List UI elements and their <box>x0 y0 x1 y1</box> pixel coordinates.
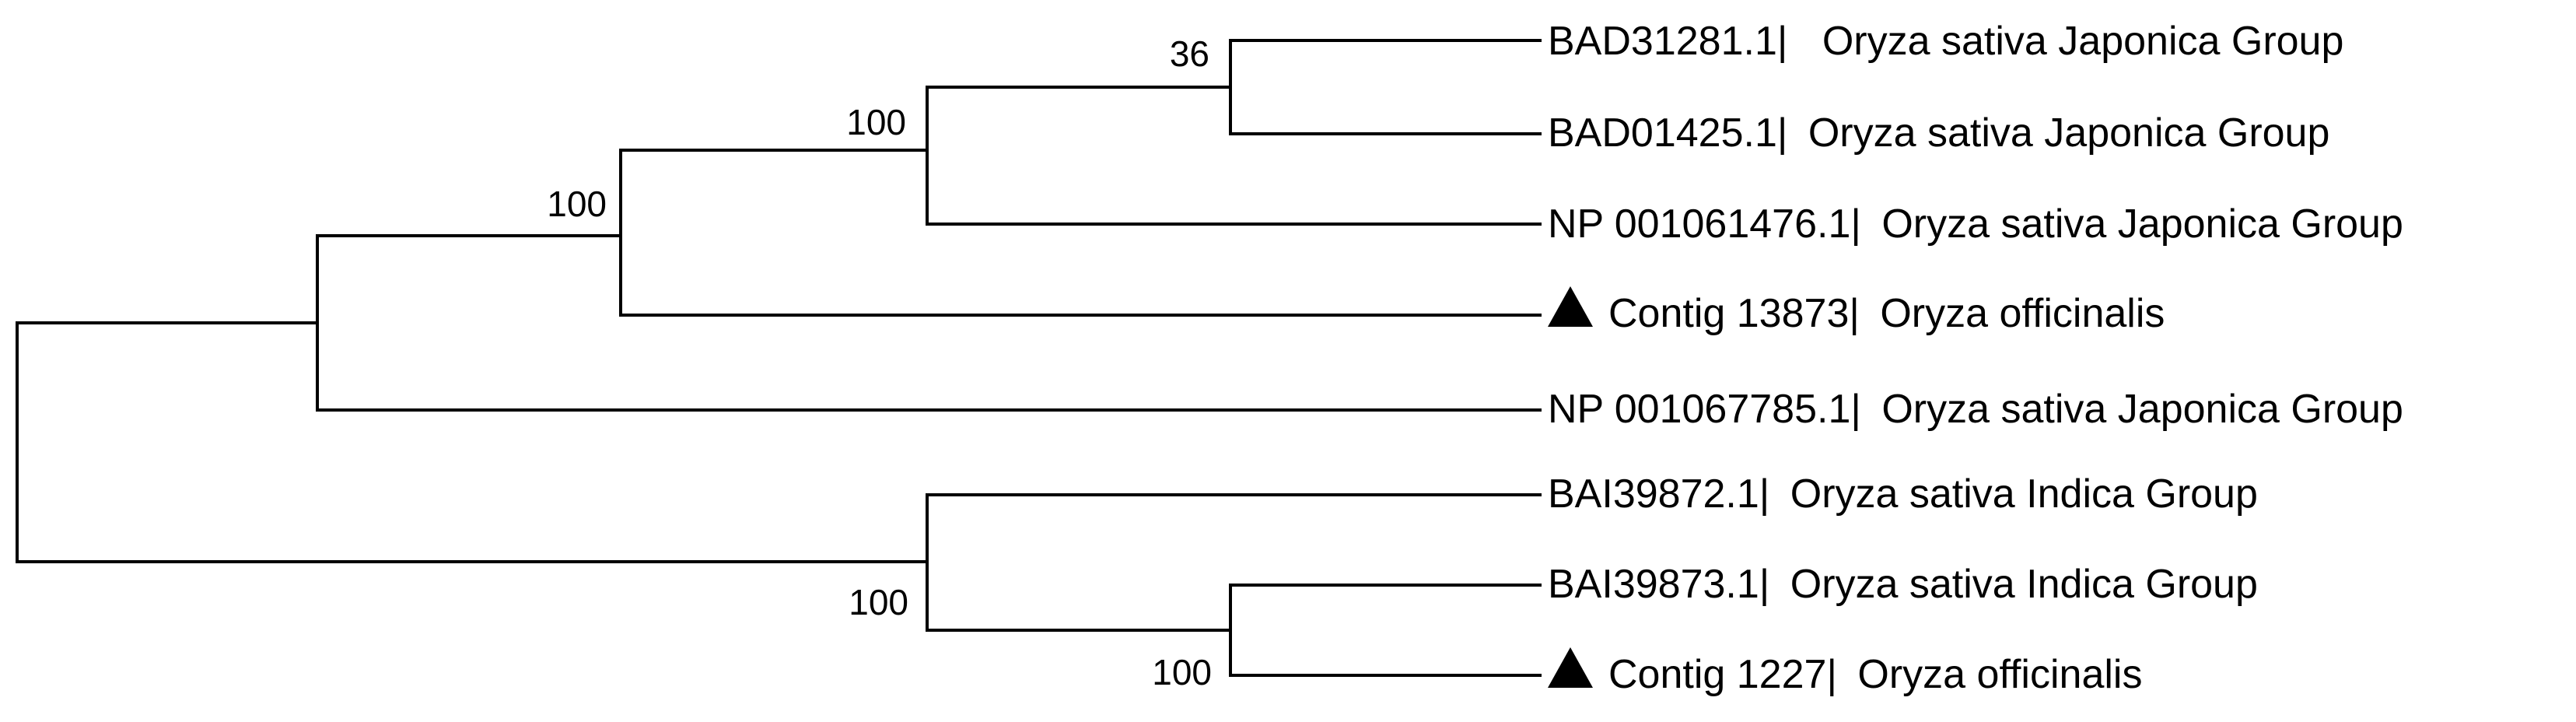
support-node-f: 100 <box>1152 652 1212 692</box>
support-node-e: 100 <box>849 582 908 622</box>
leaf-label: BAD31281.1| Oryza sativa Japonica Group <box>1548 19 2343 64</box>
leaf-label: NP 001067785.1| Oryza sativa Japonica Gr… <box>1548 387 2403 432</box>
leaf-species: Oryza sativa Japonica Group <box>1881 202 2403 247</box>
leaf-accession: BAI39872.1| <box>1548 471 1769 517</box>
leaf-accession: Contig 13873| <box>1608 291 1860 336</box>
leaf-accession: BAI39873.1| <box>1548 562 1769 607</box>
leaf-species: Oryza sativa Indica Group <box>1790 562 2258 607</box>
branch-root <box>16 321 929 563</box>
support-values: 36 100 100 100 100 <box>547 33 1212 692</box>
leaf-species: Oryza officinalis <box>1880 291 2165 336</box>
leaf-label: NP 001061476.1| Oryza sativa Japonica Gr… <box>1548 202 2403 247</box>
leaf-label: BAI39873.1| Oryza sativa Indica Group <box>1548 562 2258 607</box>
branch-node-d <box>1229 39 1542 135</box>
branch-node-b <box>619 149 1542 317</box>
support-node-c: 100 <box>846 102 906 142</box>
leaf-accession: Contig 1227| <box>1608 652 1837 697</box>
support-node-b: 100 <box>547 184 607 224</box>
leaf-accession: NP 001067785.1| <box>1548 387 1861 432</box>
leaf-accession: NP 001061476.1| <box>1548 202 1861 247</box>
support-node-d: 36 <box>1170 33 1209 74</box>
tree-branches <box>16 39 1542 677</box>
leaf-species: Oryza sativa Japonica Group <box>1881 387 2403 432</box>
leaf-label: BAI39872.1| Oryza sativa Indica Group <box>1548 471 2258 517</box>
leaf-labels: BAD31281.1| Oryza sativa Japonica Group … <box>1548 19 2403 697</box>
leaf-species: Oryza officinalis <box>1857 652 2142 697</box>
triangle-marker-icon <box>1548 286 1593 327</box>
leaf-label: Contig 1227| Oryza officinalis <box>1608 652 2142 697</box>
leaf-label: BAD01425.1| Oryza sativa Japonica Group <box>1548 110 2329 156</box>
branch-node-c <box>926 86 1542 226</box>
leaf-species: Oryza sativa Indica Group <box>1790 471 2258 517</box>
branch-node-f <box>1229 584 1542 677</box>
leaf-label: Contig 13873| Oryza officinalis <box>1608 291 2165 336</box>
leaf-accession: BAD01425.1| <box>1548 110 1787 156</box>
branch-node-a <box>316 234 1542 412</box>
leaf-species: Oryza sativa Japonica Group <box>1808 110 2330 156</box>
leaf-species: Oryza sativa Japonica Group <box>1822 19 2344 64</box>
leaf-accession: BAD31281.1| <box>1548 19 1787 64</box>
branch-node-e <box>926 493 1542 632</box>
triangle-marker-icon <box>1548 647 1593 688</box>
